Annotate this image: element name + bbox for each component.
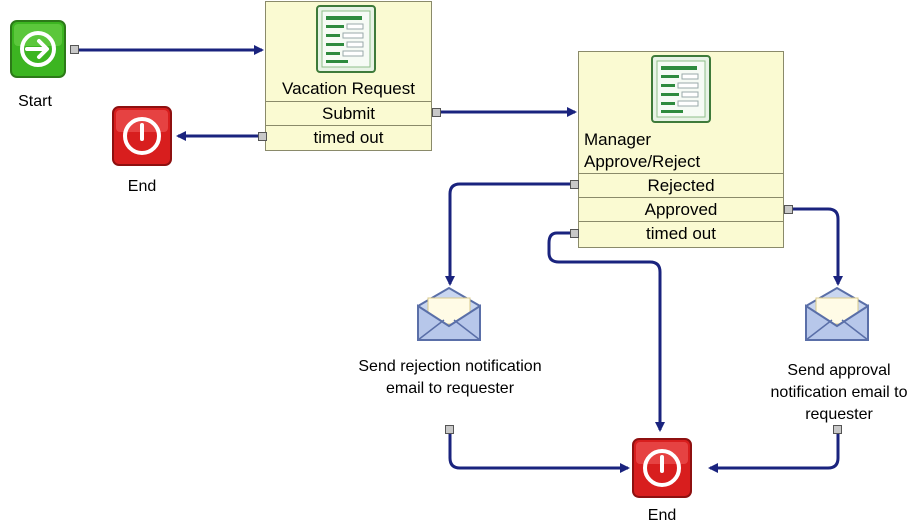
connector-rejected-to-rejection-email [445,182,572,286]
outcome-timed-out[interactable]: timed out [266,125,431,150]
form-icon [316,5,376,73]
outcome-rejected[interactable]: Rejected [579,173,783,198]
approval-email-output-port[interactable] [833,425,842,434]
envelope-icon[interactable] [414,286,484,342]
outcome-approved[interactable]: Approved [579,197,783,222]
vacation-timed-out-port[interactable] [258,132,267,141]
rejection-email-output-port[interactable] [445,425,454,434]
end-label-top: End [127,178,157,195]
manager-approve-reject-activity[interactable]: Manager Approve/Reject Rejected Approved… [578,51,784,248]
end-icon-top[interactable] [112,106,172,166]
connector-manager-timedout-to-end [547,231,665,432]
start-label: Start [18,93,52,110]
end-label-bottom: End [647,507,677,524]
manager-approve-reject-title: Manager Approve/Reject [584,130,701,171]
connector-approved-to-approval-email [791,207,843,286]
end-icon-bottom[interactable] [632,438,692,498]
form-icon [651,55,711,123]
start-output-port[interactable] [70,45,79,54]
send-rejection-label: Send rejection notification email to req… [358,358,542,397]
outcome-timed-out[interactable]: timed out [579,221,783,246]
rejected-output-port[interactable] [570,180,579,189]
vacation-request-title: Vacation Request [282,79,415,98]
submit-output-port[interactable] [432,108,441,117]
outcome-submit[interactable]: Submit [266,101,431,126]
vacation-request-activity[interactable]: Vacation Request Submit timed out [265,1,432,151]
connector-rejection-email-to-end [448,433,630,473]
start-icon[interactable] [10,20,66,78]
manager-timed-out-port[interactable] [570,229,579,238]
envelope-icon[interactable] [802,286,872,342]
approved-output-port[interactable] [784,205,793,214]
connector-approval-email-to-end [708,433,840,473]
send-approval-label: Send approval notification email to requ… [770,362,908,423]
